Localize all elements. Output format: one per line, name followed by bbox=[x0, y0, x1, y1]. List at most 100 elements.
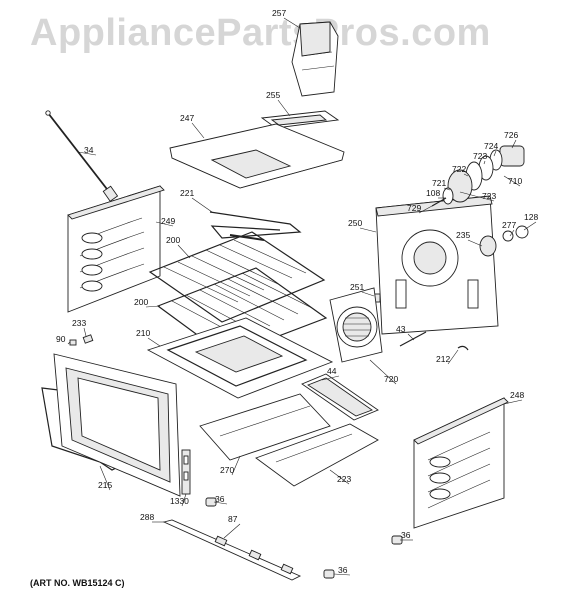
callout-label-723a: 723 bbox=[473, 151, 487, 161]
leader-line-128 bbox=[523, 221, 537, 231]
leader-line-233 bbox=[83, 327, 87, 337]
leader-line-87 bbox=[223, 523, 241, 539]
oven-bottom-part-210 bbox=[146, 317, 334, 399]
leader-line-210 bbox=[147, 337, 161, 347]
leader-line-200a bbox=[177, 244, 191, 259]
callout-label-251: 251 bbox=[350, 282, 364, 292]
callout-label-257: 257 bbox=[272, 8, 286, 18]
floor-panel-part-223 bbox=[255, 423, 379, 487]
art-number-label: (ART NO. WB15124 C) bbox=[30, 578, 125, 588]
leader-line-270 bbox=[231, 455, 241, 476]
oven-light-assembly bbox=[479, 225, 529, 257]
leader-line-721 bbox=[443, 187, 451, 191]
oven-top-panel-part-247 bbox=[169, 123, 345, 189]
callout-label-223: 223 bbox=[337, 474, 351, 484]
leader-line-44 bbox=[321, 375, 340, 381]
leader-line-200b bbox=[145, 305, 161, 308]
leader-line-726 bbox=[511, 139, 517, 149]
light-part-277 bbox=[502, 230, 514, 242]
callout-label-212: 212 bbox=[436, 354, 450, 364]
callout-label-721: 721 bbox=[432, 178, 446, 188]
callout-label-210: 210 bbox=[136, 328, 150, 338]
callout-label-277: 277 bbox=[502, 220, 516, 230]
leveling-leg-part-36-a bbox=[205, 497, 217, 507]
convection-fan-assembly bbox=[431, 145, 525, 207]
vent-trim-part-255 bbox=[260, 110, 340, 129]
callout-label-36a: 36 bbox=[215, 494, 225, 504]
leader-line-36a bbox=[213, 501, 228, 505]
callout-label-43: 43 bbox=[396, 324, 406, 334]
callout-label-34: 34 bbox=[84, 145, 94, 155]
oven-rack-part-200-upper bbox=[148, 231, 326, 323]
leader-line-248 bbox=[503, 399, 523, 405]
leader-line-251 bbox=[361, 291, 375, 297]
watermark-text: AppliancePartsPros.com bbox=[30, 12, 491, 54]
leader-line-43 bbox=[407, 333, 415, 341]
leader-line-215 bbox=[99, 465, 111, 491]
leader-line-223 bbox=[329, 469, 350, 485]
leader-line-720 bbox=[369, 359, 397, 385]
callout-label-250: 250 bbox=[348, 218, 362, 228]
leader-line-710 bbox=[503, 175, 521, 187]
leader-line-36c bbox=[333, 573, 351, 576]
light-cover-part-128 bbox=[515, 225, 529, 239]
leader-line-723b bbox=[459, 191, 495, 202]
callout-label-36b: 36 bbox=[401, 530, 411, 540]
leader-line-221 bbox=[191, 197, 213, 213]
callout-label-215: 215 bbox=[98, 480, 112, 490]
hinge-part-90 bbox=[69, 339, 77, 346]
callout-label-720: 720 bbox=[384, 374, 398, 384]
nut-part-723b bbox=[442, 187, 454, 205]
callout-label-233: 233 bbox=[72, 318, 86, 328]
leader-line-277 bbox=[509, 229, 515, 237]
leader-line-34 bbox=[77, 151, 97, 156]
leveling-leg-part-36-c bbox=[323, 569, 335, 579]
leader-line-235 bbox=[467, 239, 483, 247]
clip-part-212 bbox=[457, 345, 469, 351]
leader-line-724 bbox=[493, 150, 497, 157]
fan-blade-part-721 bbox=[447, 169, 473, 203]
callout-label-87: 87 bbox=[228, 514, 238, 524]
callout-label-270: 270 bbox=[220, 465, 234, 475]
callout-label-255: 255 bbox=[266, 90, 280, 100]
right-side-panel-part-248 bbox=[413, 397, 509, 529]
vent-duct-part-257 bbox=[291, 21, 339, 97]
fan-part-729 bbox=[431, 197, 447, 207]
callout-label-108: 108 bbox=[426, 188, 440, 198]
callout-leader-lines bbox=[67, 17, 537, 576]
callout-label-200b: 200 bbox=[134, 297, 148, 307]
callout-label-235: 235 bbox=[456, 230, 470, 240]
fan-motor-part-726 bbox=[499, 145, 525, 167]
callout-label-288: 288 bbox=[140, 512, 154, 522]
bracket-part-87 bbox=[214, 535, 228, 547]
callout-label-36c: 36 bbox=[338, 565, 348, 575]
callout-label-1330: 1330 bbox=[170, 496, 189, 506]
callout-label-710: 710 bbox=[508, 176, 522, 186]
callout-label-44: 44 bbox=[327, 366, 337, 376]
hinge-part-233 bbox=[82, 334, 94, 344]
leader-line-90 bbox=[67, 341, 71, 345]
callout-label-248: 248 bbox=[510, 390, 524, 400]
leader-line-729 bbox=[418, 205, 433, 214]
leader-line-247 bbox=[191, 122, 205, 139]
leader-line-255 bbox=[277, 99, 291, 117]
broil-element-part-221 bbox=[209, 211, 302, 241]
callout-label-249: 249 bbox=[161, 216, 175, 226]
leader-line-257 bbox=[283, 17, 301, 29]
light-socket-part-235 bbox=[479, 235, 497, 257]
rear-panel-part-250 bbox=[375, 195, 499, 335]
leader-line-212 bbox=[447, 349, 459, 365]
oven-door-frame bbox=[53, 353, 181, 497]
callout-label-729: 729 bbox=[407, 203, 421, 213]
door-hinge-part-1330 bbox=[181, 449, 191, 495]
callout-label-128: 128 bbox=[524, 212, 538, 222]
fan-cover-part-720 bbox=[329, 287, 383, 363]
callout-label-726: 726 bbox=[504, 130, 518, 140]
leader-line-249 bbox=[155, 221, 174, 227]
kick-panel-part-288 bbox=[162, 519, 302, 581]
callout-label-221: 221 bbox=[180, 188, 194, 198]
leader-line-250 bbox=[359, 227, 377, 233]
left-side-panel-part-249 bbox=[67, 185, 165, 313]
